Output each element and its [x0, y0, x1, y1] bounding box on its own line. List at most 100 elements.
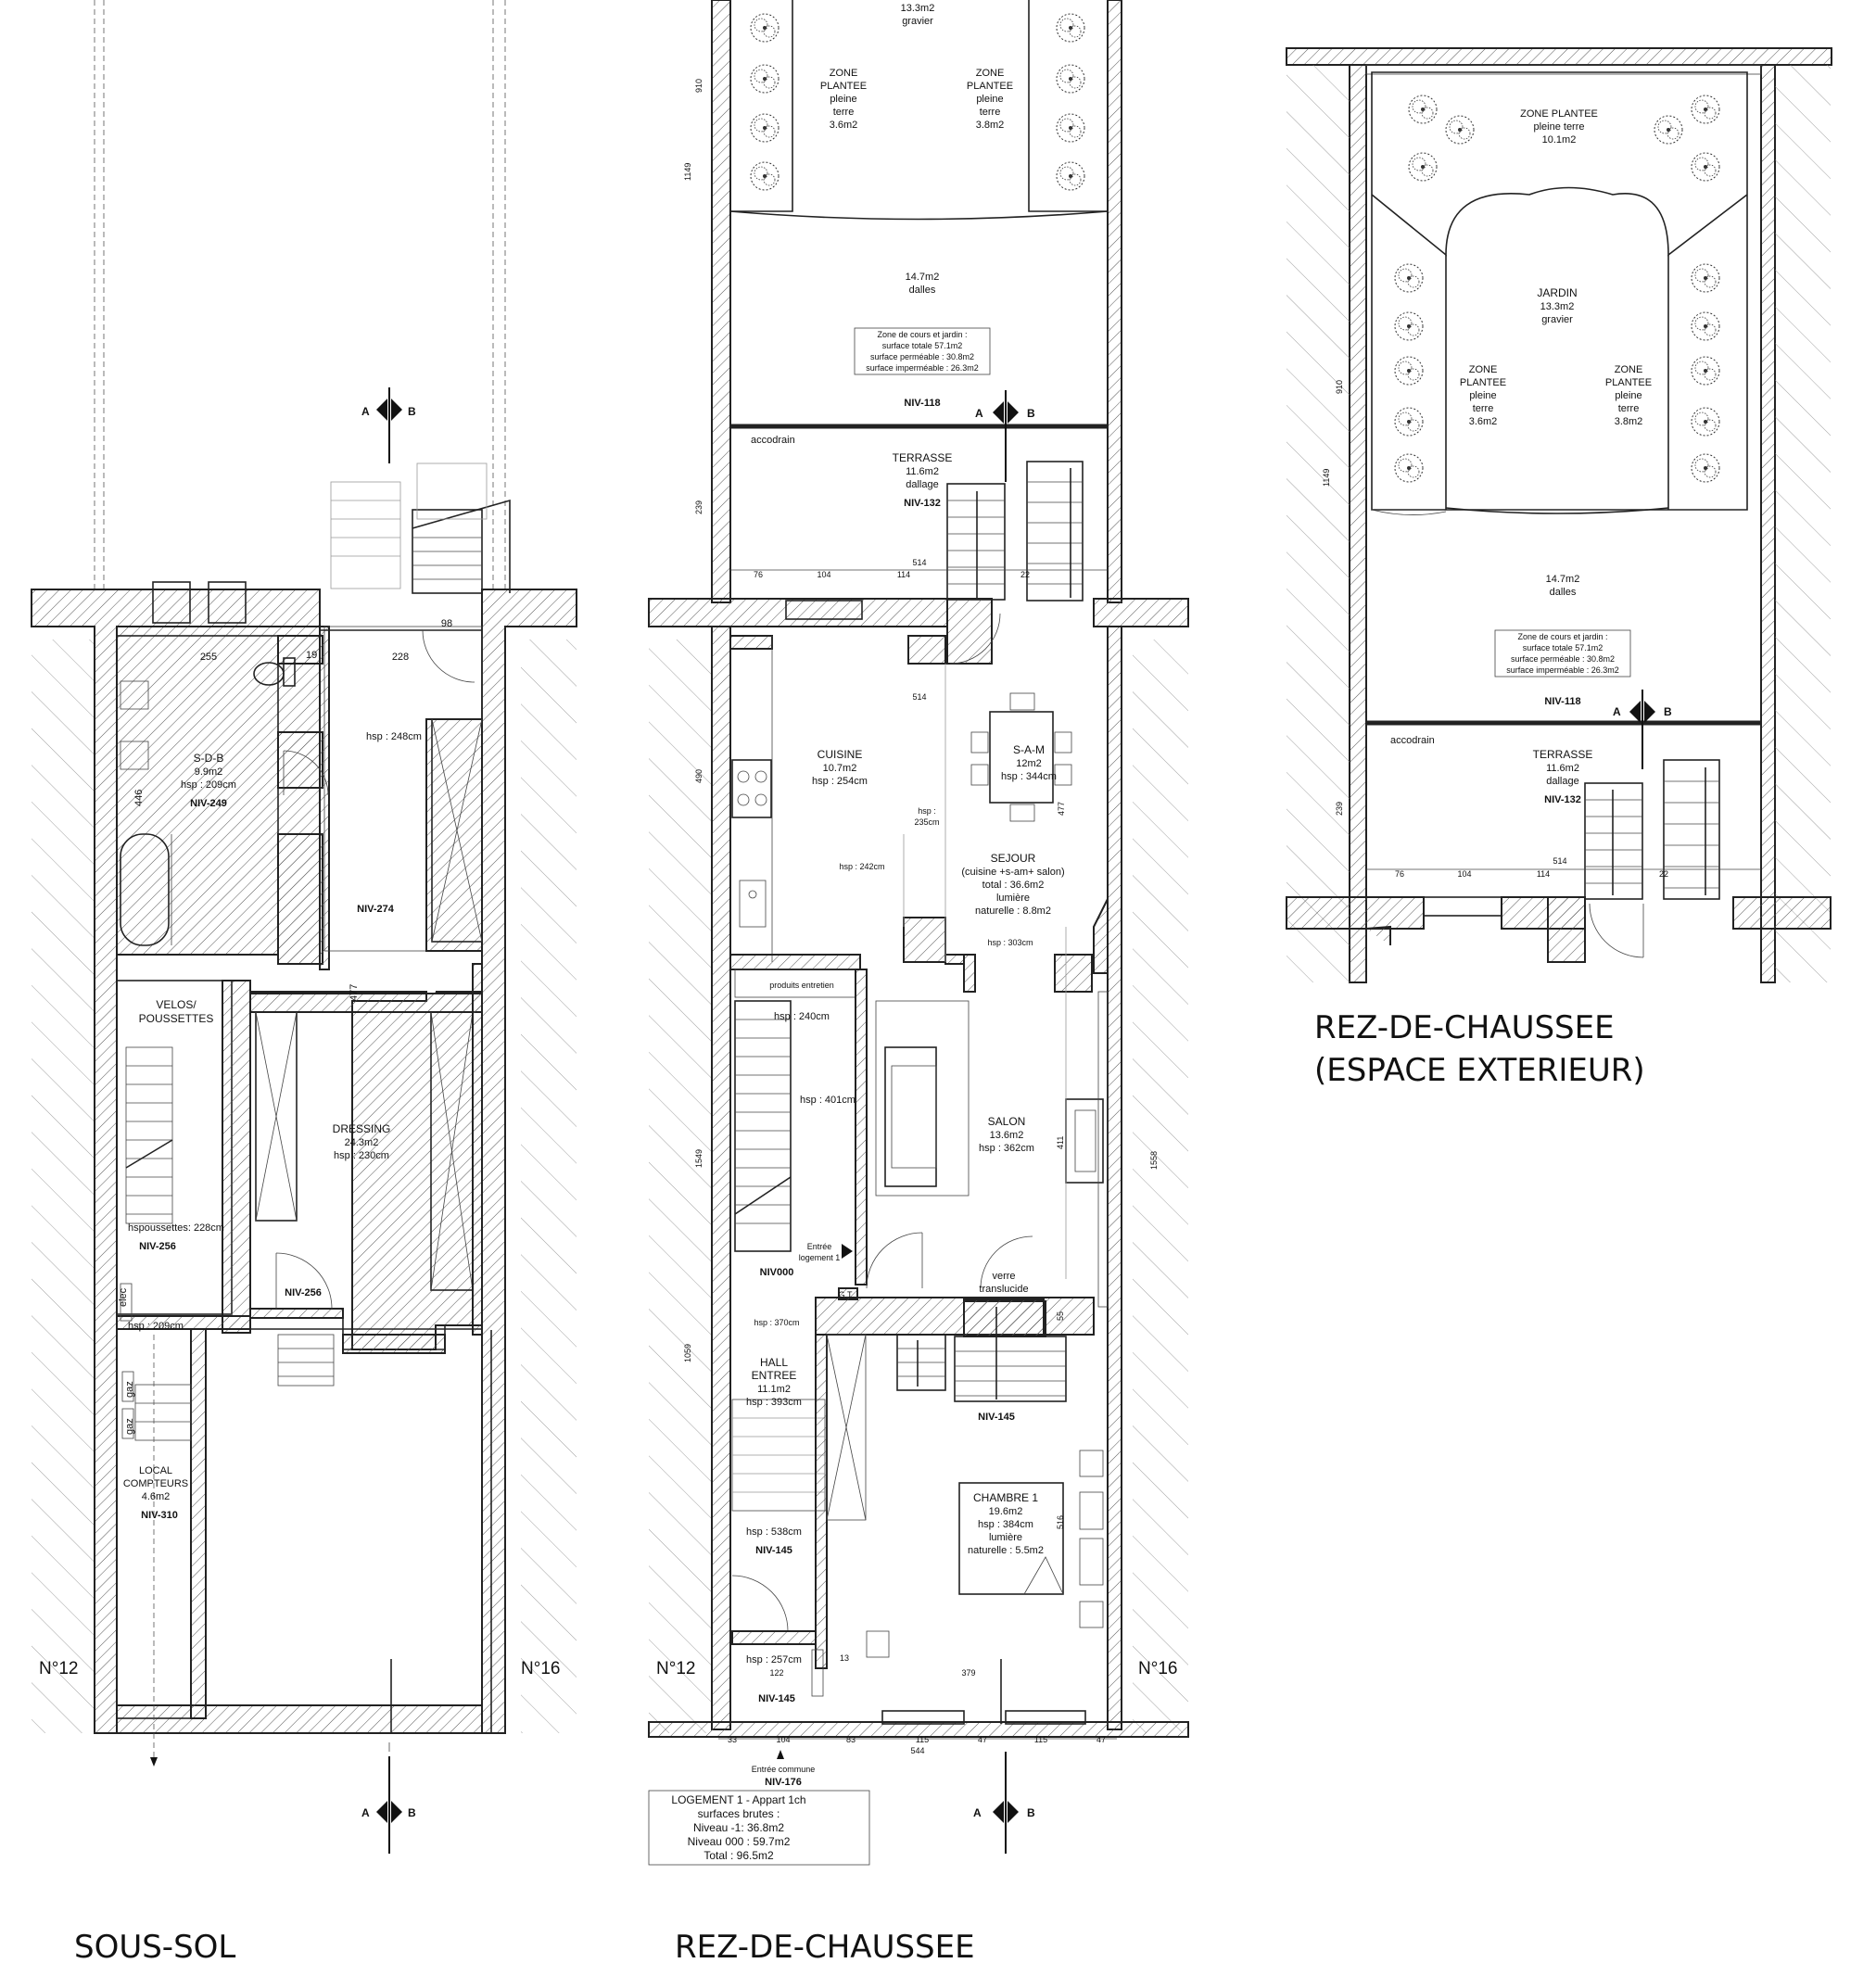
ground-floor-plan: A B A B 13.3m2 gravier ZONE PLANTEE plei…: [648, 0, 1189, 1963]
terrace-area: 11.6m2: [906, 466, 939, 477]
room-light-sejour-2: naturelle : 8.8m2: [975, 906, 1051, 917]
outdoor-zone-right-line2: PLANTEE: [1605, 377, 1652, 388]
gt-label: G.T: [839, 1290, 854, 1299]
niv-145-a: NIV-145: [978, 1412, 1015, 1423]
outdoor-dim-514: 514: [1553, 856, 1566, 866]
outdoor-niv-118: NIV-118: [1544, 696, 1580, 707]
zone-left-line3: pleine: [830, 94, 856, 105]
room-name-chambre: CHAMBRE 1: [973, 1491, 1038, 1504]
outdoor-terrace-sub: dallage: [1546, 776, 1578, 787]
dim-33: 33: [728, 1735, 737, 1744]
room-name-hall-1: HALL: [760, 1356, 788, 1369]
outdoor-surface-line4: surface imperméable : 26.3m2: [1506, 665, 1619, 675]
section-label-a: A: [1613, 705, 1621, 718]
room-hsp-sam: hsp : 344cm: [1001, 771, 1057, 782]
outdoor-terrace-niv: NIV-132: [1544, 794, 1581, 805]
dim-477: 477: [349, 984, 360, 1001]
dim-47-a: 47: [978, 1735, 987, 1744]
room-light-chambre-2: naturelle : 5.5m2: [968, 1545, 1044, 1556]
hsp-303-label: hsp : 303cm: [987, 938, 1033, 947]
room-hsp-salon: hsp : 362cm: [979, 1143, 1034, 1154]
room-name-compteurs-1: LOCAL: [139, 1465, 172, 1476]
garden-surface: gravier: [902, 16, 933, 27]
zone-right-line3: pleine: [976, 94, 1003, 105]
outdoor-zone-right-line4: terre: [1618, 403, 1640, 414]
dim-19: 19: [306, 650, 317, 661]
surface-summary-box: [854, 327, 991, 375]
entree-commune-label: Entrée commune: [752, 1765, 816, 1774]
surface-box-line1: Zone de cours et jardin :: [877, 330, 967, 339]
outdoor-jardin-sub: gravier: [1541, 314, 1573, 325]
outdoor-title-line2: (ESPACE EXTERIEUR): [1314, 1052, 1645, 1089]
dim-514-a: 514: [912, 558, 926, 567]
room-name-velos-2: POUSSETTES: [139, 1012, 214, 1025]
dim-1549: 1549: [694, 1149, 704, 1168]
surface-summary-box: [1494, 629, 1631, 678]
outdoor-plan: A B ZONE PLANTEE pleine terre 10.1m2 JAR…: [1286, 47, 1832, 1089]
logement-box-line5: Total : 96.5m2: [704, 1849, 774, 1862]
dim-115-b: 115: [1034, 1735, 1047, 1744]
room-area-salon: 13.6m2: [990, 1130, 1024, 1141]
outdoor-zone-right-line1: ZONE: [1615, 364, 1643, 375]
surface-box-line4: surface imperméable : 26.3m2: [866, 363, 979, 373]
dim-255: 255: [200, 652, 217, 663]
outdoor-surface-line3: surface perméable : 30.8m2: [1511, 654, 1615, 664]
outdoor-zone-right-area: 3.8m2: [1615, 416, 1643, 427]
hsp-370-label: hsp : 370cm: [754, 1318, 799, 1327]
garden-area: 13.3m2: [901, 3, 935, 14]
dim-83: 83: [846, 1735, 856, 1744]
room-area-dressing: 24.3m2: [345, 1137, 379, 1148]
room-total-sejour: total : 36.6m2: [982, 880, 1045, 891]
dim-477: 477: [1057, 802, 1066, 816]
outdoor-dim-22: 22: [1659, 869, 1668, 879]
niv-145-b: NIV-145: [755, 1545, 792, 1556]
dim-446: 446: [133, 790, 145, 806]
room-name-dressing: DRESSING: [333, 1122, 391, 1135]
small-hsp-label: hsp : 209cm: [128, 1321, 184, 1332]
outdoor-accodrain: accodrain: [1390, 735, 1435, 746]
section-label-a: A: [361, 1806, 370, 1819]
room-area-compteurs: 4.6m2: [142, 1491, 171, 1502]
basement-plan: A B A B S-D-B 9.9m2 hsp : 209cm NIV-249 …: [31, 0, 577, 1963]
niv-145-c: NIV-145: [758, 1693, 795, 1704]
neighbour-right-hatch: [521, 640, 577, 1733]
zone-right-line2: PLANTEE: [967, 81, 1013, 92]
outdoor-surface-line1: Zone de cours et jardin :: [1517, 632, 1607, 641]
dim-122: 122: [769, 1668, 783, 1678]
room-area-sdb: 9.9m2: [195, 766, 223, 778]
room-area-hall: 11.1m2: [757, 1384, 791, 1395]
dim-1149: 1149: [683, 163, 692, 181]
hsp-242-label: hsp : 242cm: [839, 862, 884, 871]
room-hsp-cuisine: hsp : 254cm: [812, 776, 868, 787]
room-hsp-chambre: hsp : 384cm: [978, 1519, 1033, 1530]
section-label-b: B: [1027, 1806, 1035, 1819]
room-name-sam: S-A-M: [1013, 743, 1045, 756]
zone-left-line2: PLANTEE: [820, 81, 867, 92]
outdoor-terrace-area: 11.6m2: [1546, 763, 1579, 774]
outdoor-jardin-area: 13.3m2: [1540, 301, 1575, 312]
surface-box-line3: surface perméable : 30.8m2: [870, 352, 974, 361]
hsp-257-label: hsp : 257cm: [746, 1654, 802, 1665]
section-label-b: B: [408, 405, 416, 418]
room-name-hall-2: ENTREE: [752, 1369, 797, 1382]
dim-1059: 1059: [683, 1344, 692, 1362]
hsp-235-label: hsp :: [918, 806, 936, 816]
gaz-label-1: gaz: [124, 1381, 135, 1398]
logement-summary-box: [648, 1790, 870, 1866]
room-hsp-sdb: hsp : 209cm: [181, 779, 236, 791]
hsp-401-label: hsp : 401cm: [800, 1095, 856, 1106]
verre-label-1: verre: [992, 1271, 1015, 1282]
room-light-chambre-1: lumière: [989, 1532, 1022, 1543]
surface-box-line2: surface totale 57.1m2: [882, 341, 963, 350]
dim-55: 55: [1056, 1311, 1065, 1321]
neighbour-right-number: N°16: [1138, 1659, 1177, 1678]
room-hsp-velos: hspoussettes: 228cm: [128, 1222, 224, 1234]
outdoor-dim-239: 239: [1335, 802, 1344, 816]
dim-514-b: 514: [912, 692, 926, 702]
dim-516: 516: [1056, 1515, 1065, 1529]
terrace-name: TERRASSE: [893, 451, 953, 464]
section-label-a: A: [361, 405, 370, 418]
room-name-sdb: S-D-B: [194, 752, 224, 765]
dim-22: 22: [1020, 570, 1030, 579]
outdoor-dalles-area: 14.7m2: [1546, 574, 1580, 585]
